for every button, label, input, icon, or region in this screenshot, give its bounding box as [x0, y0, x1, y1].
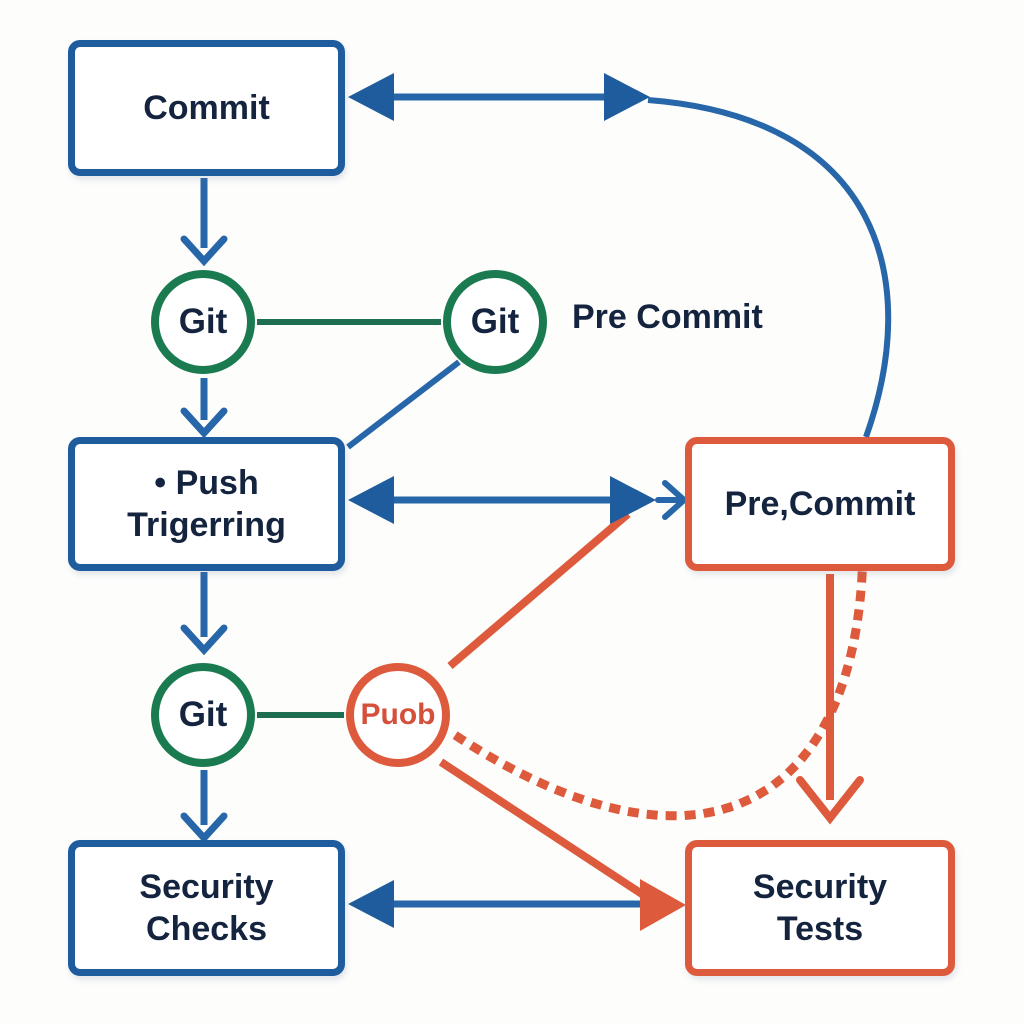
node-security-checks: Security Checks	[68, 840, 345, 976]
node-git-top-left-label: Git	[178, 302, 228, 341]
node-security-tests-line2: Tests	[776, 910, 864, 948]
edge-precommit-to-puob-dotted-curve	[451, 571, 867, 821]
arrowhead-on-arc	[604, 73, 650, 121]
node-security-tests: Security Tests	[685, 840, 955, 976]
node-puob: Puob	[346, 663, 450, 767]
arrowhead-into-security-checks	[348, 880, 394, 928]
edge-puob-to-security-tests-line	[438, 758, 651, 902]
arrowhead-into-security-tests	[640, 879, 686, 931]
arrowhead-toward-precommit	[610, 476, 656, 524]
node-security-tests-line1: Security	[752, 867, 888, 906]
node-pre-commit-box-label: Pre,Commit	[724, 484, 916, 523]
node-push-line2: Trigerring	[127, 506, 286, 544]
node-commit-label: Commit	[143, 88, 270, 127]
arrowhead-into-push	[348, 476, 394, 524]
node-push-line1: • Push	[154, 463, 259, 502]
pre-commit-text-label: Pre Commit	[572, 298, 763, 336]
node-security-checks-line1: Security	[139, 867, 274, 906]
arrowhead-chevron-into-security-tests	[796, 776, 864, 825]
arrowhead-chevron-into-git-bottom	[180, 624, 228, 656]
node-git-bottom: Git	[151, 663, 255, 767]
edge-puob-to-precommit-line	[447, 510, 631, 670]
node-git-bottom-label: Git	[178, 695, 228, 734]
edge-precommit-to-commit-arc	[647, 97, 892, 439]
node-puob-label: Puob	[360, 698, 436, 731]
arrowhead-chevron-into-git-top	[180, 235, 228, 267]
node-pre-commit-box: Pre,Commit	[685, 437, 955, 571]
node-git-top-right: Git	[443, 270, 547, 374]
node-git-top-left: Git	[151, 270, 255, 374]
node-git-top-right-label: Git	[470, 302, 520, 341]
arrowhead-into-commit	[348, 73, 394, 121]
node-security-checks-line2: Checks	[146, 910, 267, 948]
arrowhead-chevron-into-security-checks	[180, 812, 228, 844]
arrowhead-chevron-into-precommit	[655, 480, 689, 520]
node-commit: Commit	[68, 40, 345, 176]
arrowhead-chevron-into-push	[180, 407, 228, 439]
edge-git-right-to-push-line	[346, 359, 461, 450]
node-push-triggering: • Push Trigerring	[68, 437, 345, 571]
